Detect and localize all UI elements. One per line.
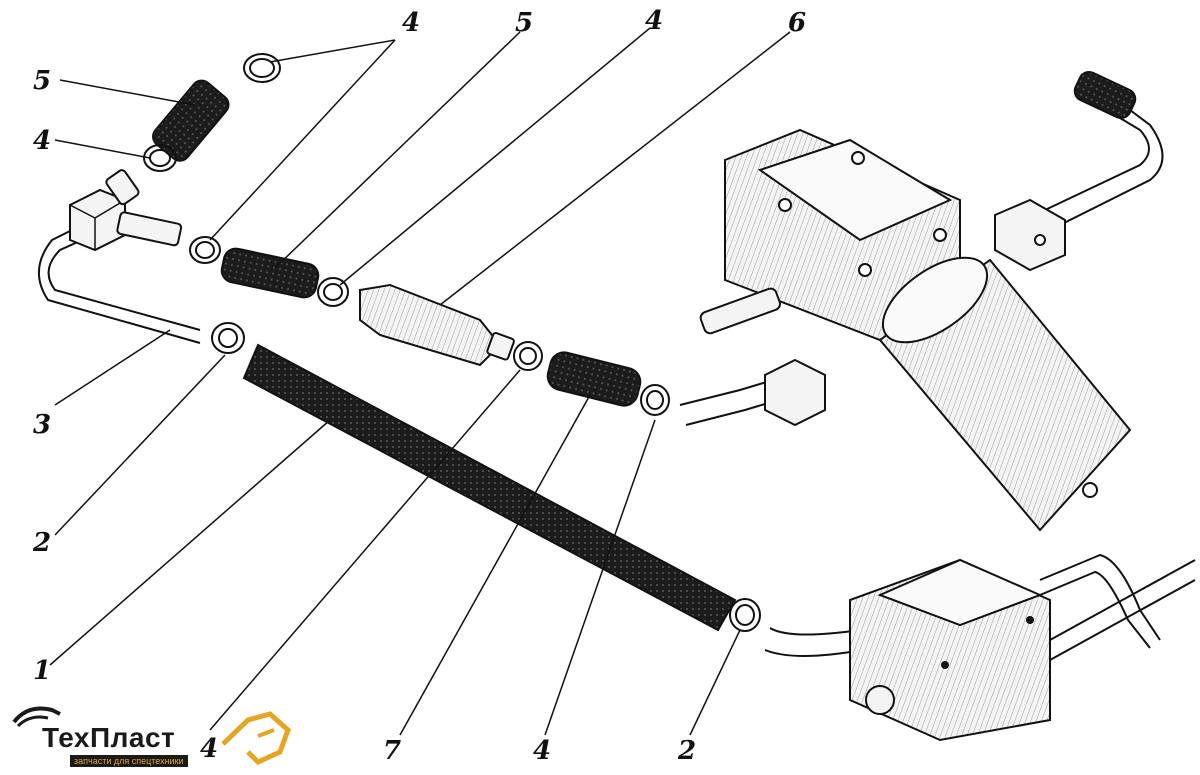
hose-5-upper <box>152 79 230 162</box>
hose-clamp-long-right <box>729 598 761 632</box>
leader-lines <box>49 27 791 736</box>
callout-4-bottom-b: 4 <box>533 736 552 766</box>
inline-filter-6 <box>359 283 515 367</box>
hose-clamp-7 <box>640 384 670 416</box>
callout-2-left: 2 <box>33 528 52 558</box>
callout-4-left: 4 <box>33 126 52 156</box>
tee-fitting <box>69 169 183 252</box>
callout-5-top: 5 <box>515 8 534 38</box>
callout-1-left: 1 <box>33 656 52 686</box>
engine-block <box>724 128 961 342</box>
hose-clamp-top <box>243 53 281 83</box>
callout-4-bottom-a: 4 <box>200 734 219 764</box>
hose-7 <box>546 351 642 407</box>
callout-4-top-b: 4 <box>645 6 664 36</box>
bent-metal-pipe-3 <box>37 219 201 344</box>
logo-tagline: запчасти для спецтехники <box>70 755 188 767</box>
banjo-nut <box>764 358 826 427</box>
distributor-pipe <box>1039 553 1196 661</box>
upper-right-pipe <box>1044 109 1164 231</box>
upper-right-hose <box>1073 71 1137 119</box>
hose-clamp-mid-2 <box>317 277 349 307</box>
callout-4-top-a: 4 <box>402 8 421 38</box>
callout-3-left: 3 <box>33 410 52 440</box>
pipe-to-distributor <box>764 627 863 657</box>
callout-5-left: 5 <box>33 66 52 96</box>
long-hose-1 <box>242 343 737 632</box>
hose-clamp-filter <box>513 341 543 371</box>
square-nut <box>994 198 1066 272</box>
callout-2-bottom: 2 <box>678 736 697 766</box>
fuel-filter-housing <box>878 256 1132 532</box>
outlet-tube <box>699 287 782 335</box>
hose-clamp-mid-1 <box>189 236 221 264</box>
logo-brand-text: ТехПласт <box>42 722 176 753</box>
company-logo <box>12 706 291 765</box>
hose-5-middle <box>220 247 320 299</box>
callout-6-top: 6 <box>788 8 807 38</box>
hose-clamp-long-left <box>211 322 245 354</box>
distributor-block <box>849 558 1051 742</box>
callout-7-bottom: 7 <box>383 736 402 766</box>
